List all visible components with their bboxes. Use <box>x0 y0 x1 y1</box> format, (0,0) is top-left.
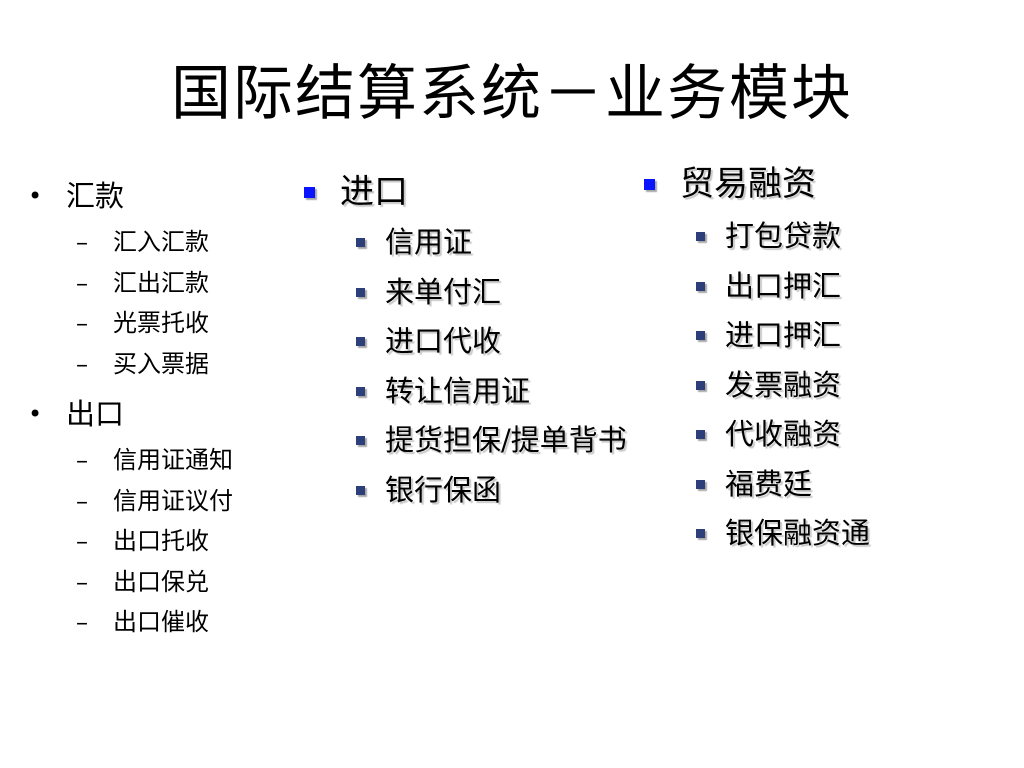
bullet-dot: • <box>28 182 43 210</box>
item-label: 提货担保/提单背书 <box>385 423 627 457</box>
group-remittance: • 汇款 <box>28 170 298 222</box>
square-bullet-icon <box>696 281 705 291</box>
square-bullet-icon <box>356 436 365 445</box>
square-bullet-icon <box>696 529 705 538</box>
item-label: 汇出汇款 <box>113 268 209 297</box>
square-bullet-icon <box>696 380 705 390</box>
list-item: 出口押汇 <box>640 262 1010 312</box>
list-item: 代收融资 <box>640 410 1010 460</box>
square-bullet-icon <box>696 479 705 489</box>
import-column: 进口 信用证 来单付汇 进口代收 转让信用证 提货担保/提单背书 银行保函 <box>300 166 670 515</box>
list-item: 银保融资通 <box>640 509 1010 559</box>
square-bullet-icon <box>356 485 365 495</box>
remittance-list: –汇入汇款 –汇出汇款 –光票托收 –买入票据 <box>28 222 298 384</box>
item-label: 发票融资 <box>725 367 842 402</box>
item-label: 出口催收 <box>113 608 209 636</box>
trade-finance-column: 贸易融资 打包贷款 出口押汇 进口押汇 发票融资 代收融资 福费廷 银保融资通 <box>640 158 1010 559</box>
list-item: –出口保兑 <box>28 562 298 603</box>
dash-bullet: – <box>76 486 88 515</box>
group-import: 进口 <box>300 166 670 218</box>
group-label: 出口 <box>66 397 125 431</box>
item-label: 出口保兑 <box>113 567 209 596</box>
list-item: 信用证 <box>300 218 670 268</box>
list-item: 提货担保/提单背书 <box>300 416 670 466</box>
square-bullet-icon <box>356 337 365 346</box>
list-item: 进口押汇 <box>640 311 1010 361</box>
square-bullet-icon <box>696 430 705 439</box>
list-item: –汇入汇款 <box>28 222 298 263</box>
list-item: 来单付汇 <box>300 268 670 318</box>
item-label: 来单付汇 <box>385 274 502 309</box>
item-label: 光票托收 <box>113 309 209 337</box>
item-label: 进口代收 <box>385 324 502 358</box>
list-item: –信用证议付 <box>28 481 298 522</box>
list-item: 进口代收 <box>300 317 670 367</box>
list-item: –汇出汇款 <box>28 263 298 304</box>
export-list: –信用证通知 –信用证议付 –出口托收 –出口保兑 –出口催收 <box>28 440 298 643</box>
item-label: 信用证通知 <box>113 446 233 474</box>
list-item: 银行保函 <box>300 466 670 516</box>
dash-bullet: – <box>76 228 88 256</box>
square-bullet-icon <box>696 331 705 340</box>
remittance-export-column: • 汇款 –汇入汇款 –汇出汇款 –光票托收 –买入票据 • 出口 –信用证通知… <box>28 170 298 647</box>
dash-bullet: – <box>76 349 88 378</box>
dash-bullet: – <box>76 608 88 636</box>
item-label: 信用证议付 <box>113 486 233 515</box>
square-bullet-icon <box>644 179 655 190</box>
square-bullet-icon <box>356 386 365 396</box>
item-label: 汇入汇款 <box>113 228 209 256</box>
dash-bullet: – <box>76 268 88 297</box>
square-bullet-icon <box>304 187 315 198</box>
list-item: 福费廷 <box>640 460 1010 510</box>
dash-bullet: – <box>76 446 88 474</box>
list-item: –出口托收 <box>28 521 298 562</box>
group-label: 进口 <box>340 172 408 212</box>
list-item: –出口催收 <box>28 602 298 643</box>
list-item: 发票融资 <box>640 361 1010 411</box>
item-label: 银保融资通 <box>725 516 871 550</box>
group-export: • 出口 <box>28 388 298 440</box>
group-label: 贸易融资 <box>680 164 816 204</box>
item-label: 福费廷 <box>725 466 813 501</box>
item-label: 转让信用证 <box>385 373 531 408</box>
dash-bullet: – <box>76 567 88 596</box>
slide-title: 国际结算系统－业务模块 <box>171 59 853 129</box>
list-item: 转让信用证 <box>300 367 670 417</box>
item-label: 进口押汇 <box>725 318 842 352</box>
bullet-dot: • <box>28 400 43 428</box>
list-item: 打包贷款 <box>640 212 1010 262</box>
item-label: 代收融资 <box>725 417 842 451</box>
dash-bullet: – <box>76 527 88 555</box>
item-label: 出口押汇 <box>725 268 842 303</box>
item-label: 出口托收 <box>113 527 209 555</box>
item-label: 买入票据 <box>113 349 209 378</box>
group-label: 汇款 <box>66 179 125 213</box>
square-bullet-icon <box>356 238 365 247</box>
item-label: 打包贷款 <box>725 219 842 253</box>
list-item: –买入票据 <box>28 344 298 385</box>
group-trade-finance: 贸易融资 <box>640 158 1010 212</box>
square-bullet-icon <box>696 232 705 241</box>
list-item: –光票托收 <box>28 303 298 344</box>
dash-bullet: – <box>76 309 88 337</box>
item-label: 银行保函 <box>385 472 502 507</box>
square-bullet-icon <box>356 287 365 297</box>
list-item: –信用证通知 <box>28 440 298 481</box>
item-label: 信用证 <box>385 225 473 259</box>
